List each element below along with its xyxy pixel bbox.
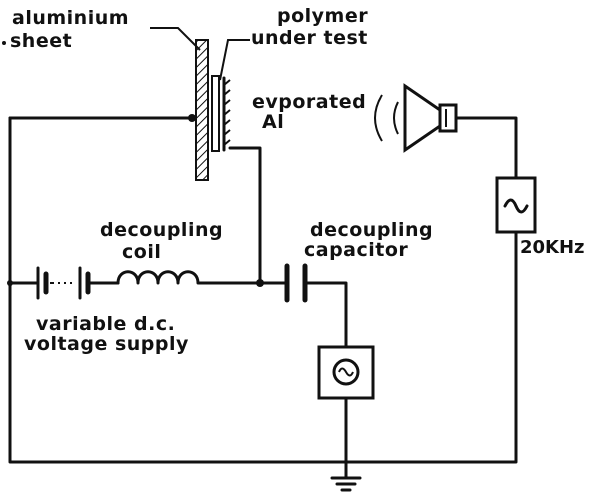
dc-supply (36, 266, 120, 300)
left-wire (8, 116, 352, 464)
signal-source (317, 345, 375, 400)
aluminium-pointer (150, 27, 201, 51)
circuit-wires (8, 116, 518, 472)
capacitor-right-wire (303, 281, 348, 349)
polymer-label-1: polymer (277, 5, 368, 27)
coil-label-2: coil (122, 241, 161, 263)
polymer-label-2: under test (251, 27, 368, 49)
coil-label-1: decoupling (100, 219, 223, 241)
capacitor-label-2: capacitor (304, 239, 408, 261)
aluminium-sheet (195, 39, 209, 181)
junction-dot-sheet (188, 114, 196, 122)
evaporated-lead-wire (228, 146, 262, 285)
decoupling-coil (116, 270, 207, 285)
evaporated-label-1: evporated (252, 91, 366, 113)
supply-label-2: voltage supply (24, 333, 189, 355)
polymer-pointer (219, 39, 250, 81)
oscillator-down-wire (344, 230, 518, 464)
ground-icon (330, 468, 362, 492)
decoupling-capacitor (284, 263, 308, 303)
polymer-film (211, 75, 220, 152)
aluminium-sheet-label-1: aluminium (12, 7, 129, 29)
speaker-wire (454, 116, 518, 180)
loudspeaker-icon (403, 83, 458, 153)
capacitor-label-1: decoupling (310, 219, 433, 241)
evaporated-al-layer (222, 76, 231, 152)
supply-label-1: variable d.c. (36, 313, 175, 335)
frequency-label: 20KHz (520, 237, 585, 258)
junction-dot-left (7, 280, 13, 286)
oscillator-20khz (495, 176, 537, 234)
aluminium-sheet-label-2: sheet (10, 30, 72, 52)
sine-wave-icon (338, 367, 354, 377)
junction-dot-coil (256, 279, 264, 287)
stray-dot (2, 41, 6, 45)
sine-wave-icon (503, 198, 529, 214)
evaporated-label-2: Al (262, 111, 284, 133)
